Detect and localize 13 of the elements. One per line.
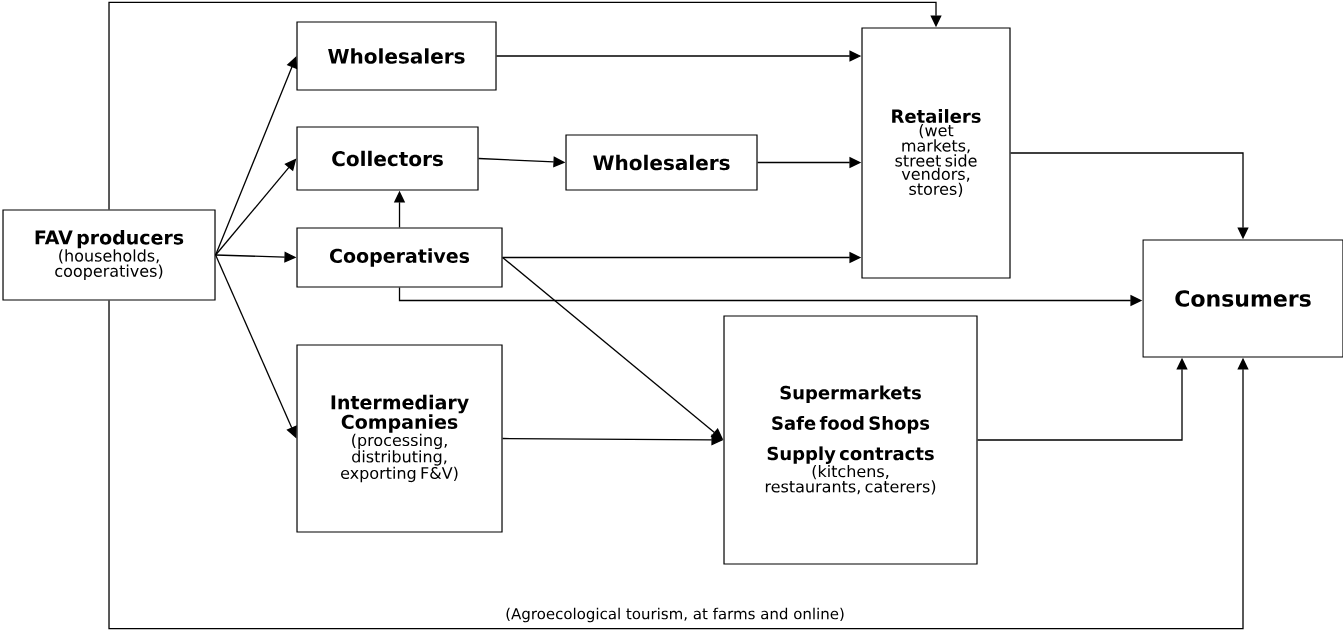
process-box: Consumers: [1142, 239, 1343, 358]
arrow: [108, 1, 942, 211]
process-box: Retailers (wet markets, street side vendors, stores): [861, 27, 1011, 279]
arrow: [108, 299, 1249, 630]
process-box: Collectors: [296, 126, 479, 191]
process-box: FAV producers (households, cooperatives): [2, 209, 216, 301]
process-box: Wholesalers: [296, 21, 497, 91]
process-box: Supermarkets Safe food Shops Supply contracts (kitchens, restaurants, caterers): [723, 315, 978, 565]
arrow: [214, 56, 298, 256]
process-box: Wholesalers: [565, 134, 758, 191]
process-box: Cooperatives: [296, 227, 503, 288]
process-box: Intermediary Companies (processing, distributing, exporting F&V): [296, 344, 503, 533]
edge-label: (Agroecological tourism, at farms and online): [504, 606, 846, 624]
